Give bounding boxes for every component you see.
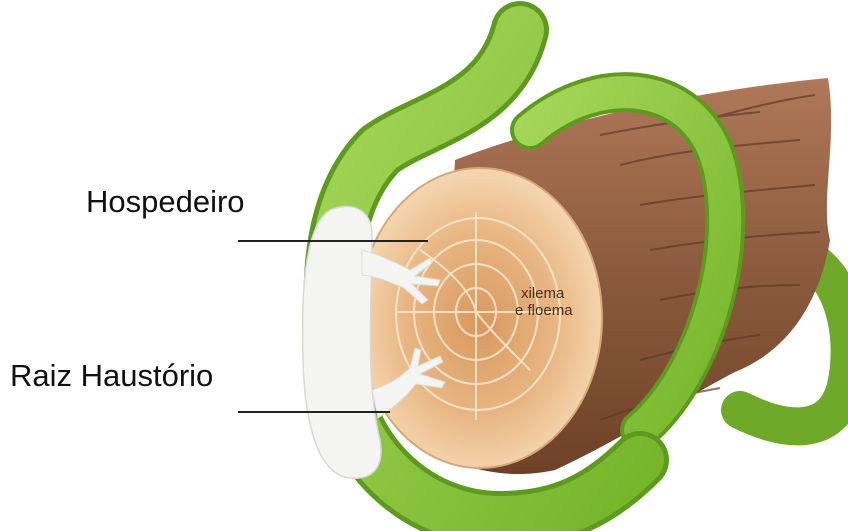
host-leader-line <box>238 240 428 242</box>
haustorium-root-label: Raiz Haustório <box>10 360 213 391</box>
haustorium-body <box>303 206 381 478</box>
xylem-label-line1: xilema <box>521 285 564 302</box>
xylem-label-line2: e floema <box>515 302 573 319</box>
haustorium-leader-line <box>238 411 390 413</box>
host-label: Hospedeiro <box>86 186 245 217</box>
